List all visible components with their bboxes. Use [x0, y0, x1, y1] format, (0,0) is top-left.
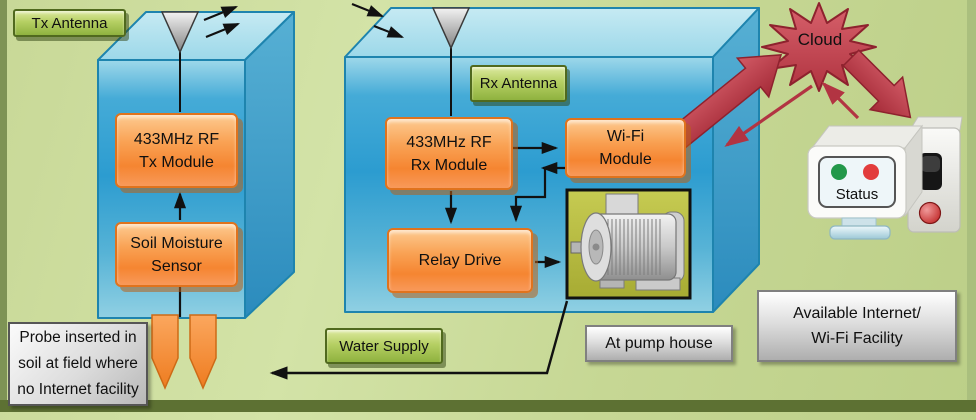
cloud-label-text: Cloud: [797, 30, 843, 49]
panel-border-left: [0, 0, 7, 412]
signal-out-arrows-icon: [203, 5, 241, 39]
status-red-led-icon: [863, 164, 879, 180]
at-pump-house-label: At pump house: [585, 325, 733, 362]
cloud-downlink-arrow: [842, 49, 912, 119]
status-green-led-icon: [831, 164, 847, 180]
rx-rf-module-text: 433MHz RF Rx Module: [406, 133, 492, 174]
tx-antenna-label: Tx Antenna: [13, 9, 126, 37]
cloud-burst-icon: [761, 2, 877, 92]
cloud-label: Cloud: [778, 28, 862, 52]
rx-antenna-icon: [431, 7, 471, 116]
relay-drive-text: Relay Drive: [418, 252, 502, 269]
panel-border-bottom: [0, 400, 976, 412]
tx-rf-module-text: 433MHz RF Tx Module: [133, 130, 220, 171]
soil-moisture-sensor-text: Soil Moisture Sensor: [130, 234, 223, 275]
soil-moisture-sensor-box: Soil Moisture Sensor: [115, 222, 238, 287]
probe-note-label: Probe inserted in soil at field where no…: [8, 322, 148, 406]
soil-probe-icon: [151, 314, 217, 390]
cloud-return-arrows: [724, 81, 860, 147]
tx-antenna-text: Tx Antenna: [31, 14, 108, 32]
rx-connectors: [444, 141, 575, 269]
status-monitor-icon: [807, 124, 924, 240]
available-internet-text: Available Internet/ Wi-Fi Facility: [793, 305, 921, 347]
rx-antenna-label: Rx Antenna: [470, 65, 567, 102]
probe-note-text: Probe inserted in soil at field where no…: [17, 329, 139, 398]
available-internet-label: Available Internet/ Wi-Fi Facility: [757, 290, 957, 362]
rx-antenna-text: Rx Antenna: [479, 75, 558, 92]
water-supply-label: Water Supply: [325, 328, 443, 364]
status-label: Status: [821, 184, 893, 204]
pump-motor-icon: [565, 188, 692, 300]
cloud-uplink-arrow: [657, 54, 783, 159]
status-label-text: Status: [835, 185, 879, 203]
at-pump-house-text: At pump house: [605, 334, 713, 352]
wifi-module-box: Wi-Fi Module: [565, 118, 686, 178]
wifi-module-text: Wi-Fi Module: [599, 128, 652, 168]
signal-in-arrows-icon: [351, 2, 405, 39]
panel-border-right: [967, 0, 976, 412]
relay-drive-box: Relay Drive: [387, 228, 533, 293]
water-supply-line: [269, 300, 569, 380]
tx-antenna-icon: [160, 11, 200, 112]
red-button-icon: [918, 201, 942, 225]
tx-rf-module-box: 433MHz RF Tx Module: [115, 113, 238, 188]
water-supply-text: Water Supply: [339, 337, 429, 355]
rx-rf-module-box: 433MHz RF Rx Module: [385, 117, 513, 190]
